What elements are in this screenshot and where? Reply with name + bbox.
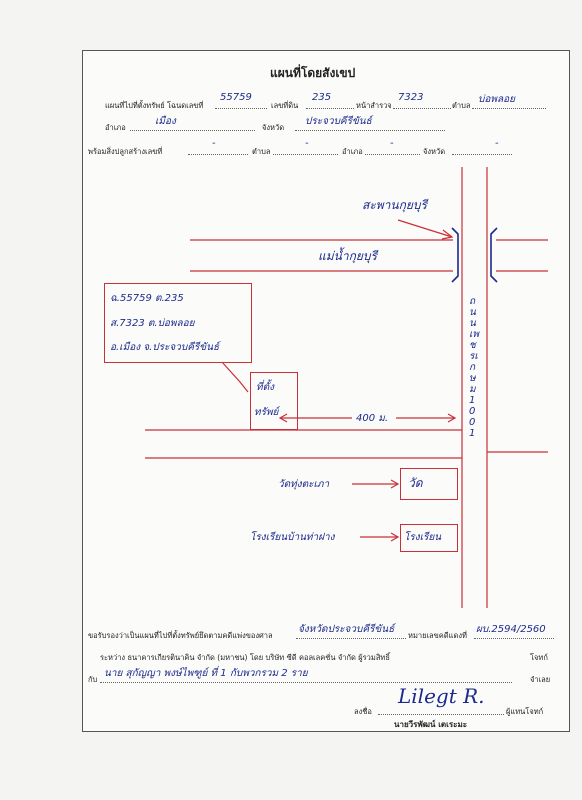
page-title: แผนที่โดยสังเขป xyxy=(270,66,356,80)
agent-label: ผู้แทนโจทก์ xyxy=(506,707,544,716)
court-value: จังหวัดประจวบคีรีขันธ์ xyxy=(298,624,395,635)
case-label: หมายเลขคดีแดงที่ xyxy=(408,631,467,640)
property-box xyxy=(250,372,298,430)
property-line-1: ที่ตั้ง xyxy=(256,382,274,393)
bridge-arrow-head xyxy=(441,229,454,240)
subdistrict-value: บ่อพลอย xyxy=(478,94,515,105)
district-field-2 xyxy=(365,145,420,155)
temple-box xyxy=(400,468,458,500)
building-prefix-label: พร้อมสิ่งปลูกสร้างเลขที่ xyxy=(88,147,163,156)
district-value-2: - xyxy=(390,138,394,149)
land-no-label: เลขที่ดิน xyxy=(271,101,299,110)
bridge-label: สะพานกุยบุรี xyxy=(362,198,427,212)
info-line-3: อ.เมือง จ.ประจวบคีรีขันธ์ xyxy=(110,342,220,353)
defendant-label: จำเลย xyxy=(530,675,551,684)
province-field xyxy=(295,121,445,131)
subdistrict-value-2: - xyxy=(305,138,309,149)
survey-field xyxy=(393,99,451,109)
survey-value: 7323 xyxy=(398,92,424,103)
temple-arrow-head xyxy=(390,479,400,489)
info-box xyxy=(104,283,252,363)
survey-label: หน้าสำรวจ xyxy=(356,101,392,110)
province-value: ประจวบคีรีขันธ์ xyxy=(305,116,372,127)
district-value: เมือง xyxy=(155,116,176,127)
province-value-2: - xyxy=(495,138,499,149)
road-label: ถนนเพชรเกษม 1001 xyxy=(469,296,480,439)
deed-prefix-label: แผนที่ไปที่ตั้งทรัพย์ โฉนดเลขที่ xyxy=(105,101,204,110)
case-field xyxy=(474,629,554,639)
district-label: อำเภอ xyxy=(105,123,126,132)
signature-field xyxy=(378,705,504,715)
river-label: แม่น้ำกุยบุรี xyxy=(318,249,377,263)
temple-name: วัดทุ่งตะเภา xyxy=(278,479,330,490)
property-line-2: ทรัพย์ xyxy=(254,407,279,418)
school-arrow-head xyxy=(390,532,400,542)
signer-name: นายวีรพัฒน์ เตเระมะ xyxy=(394,720,468,729)
school-box xyxy=(400,524,458,552)
subdistrict-field xyxy=(472,99,546,109)
between-text: ระหว่าง ธนาคารเกียรตินาคิน จำกัด (มหาชน)… xyxy=(100,653,390,662)
land-no-value: 235 xyxy=(312,92,332,103)
court-field xyxy=(296,629,406,639)
deed-no-field xyxy=(215,99,267,109)
distance-arrow-right-head xyxy=(447,413,457,423)
subdistrict-label-2: ตำบล xyxy=(252,147,271,156)
subdistrict-label: ตำบล xyxy=(452,101,471,110)
with-label: กับ xyxy=(88,675,98,684)
district-label-2: อำเภอ xyxy=(342,147,363,156)
land-no-field xyxy=(306,99,354,109)
distance-arrow-left-head xyxy=(278,413,288,423)
school-box-label: โรงเรียน xyxy=(404,532,442,543)
defendant-field xyxy=(100,673,512,683)
map-sheet xyxy=(82,50,570,732)
sign-label: ลงชื่อ xyxy=(354,707,372,716)
signature: Lilegt R. xyxy=(398,684,485,708)
building-no-value: - xyxy=(212,138,216,149)
info-line-1: ฉ.55759 ต.235 xyxy=(110,293,184,304)
distance-label: 400 ม. xyxy=(356,413,389,424)
subdistrict-field-2 xyxy=(273,145,338,155)
bridge-symbol xyxy=(451,227,498,283)
plaintiff-label: โจทก์ xyxy=(530,653,548,662)
province-field-2 xyxy=(452,145,512,155)
defendant-value: นาย สุกัญญา พงษ์ไพฑูย์ ที่ 1 กับพวกรวม 2… xyxy=(104,668,308,679)
province-label: จังหวัด xyxy=(262,123,285,132)
deed-no-value: 55759 xyxy=(220,92,252,103)
info-line-2: ส.7323 ต.บ่อพลอย xyxy=(110,318,195,329)
district-field xyxy=(130,121,255,131)
info-pointer xyxy=(221,361,249,393)
bridge-arrow-line xyxy=(397,219,453,238)
building-no-field xyxy=(188,145,248,155)
school-name: โรงเรียนบ้านท่าฝาง xyxy=(250,532,335,543)
province-label-2: จังหวัด xyxy=(423,147,446,156)
case-value: ผบ.2594/2560 xyxy=(476,624,546,635)
temple-box-label: วัด xyxy=(408,476,423,490)
cert-prefix: ขอรับรองว่าเป็นแผนที่ไปที่ตั้งทรัพย์ยึดต… xyxy=(88,631,273,640)
